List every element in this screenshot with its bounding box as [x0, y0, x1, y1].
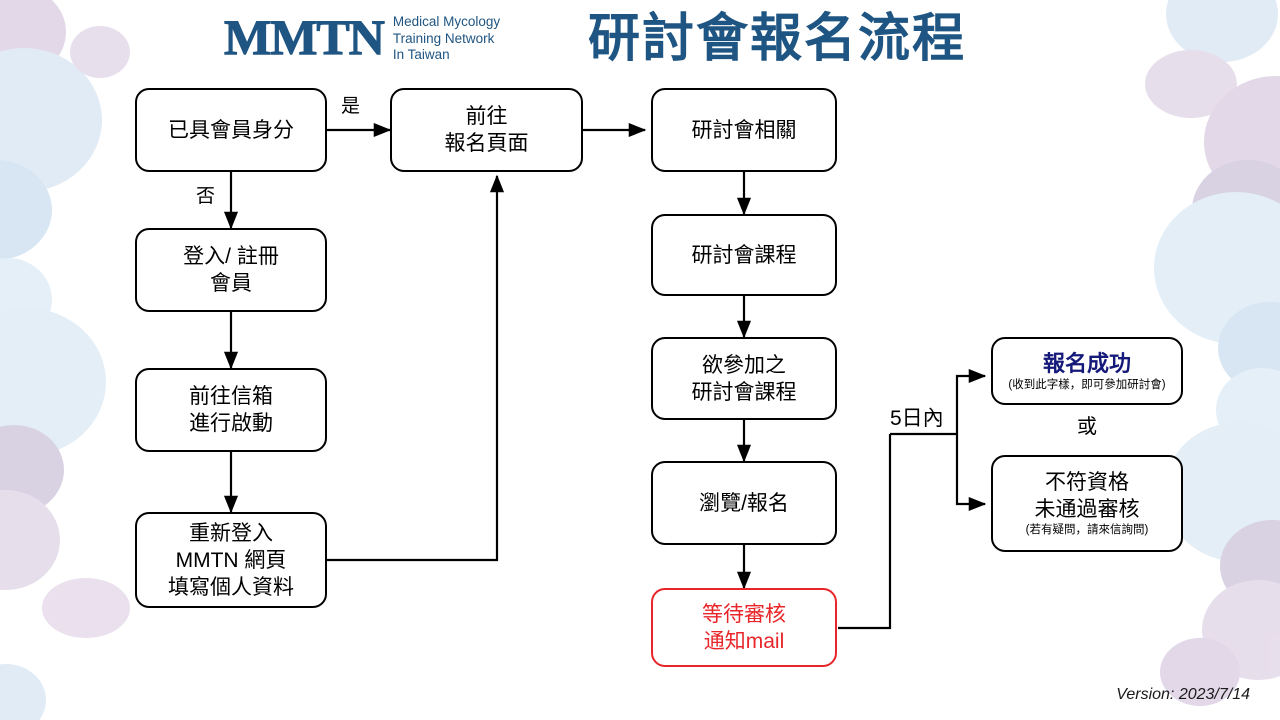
node-activate-mailbox-line-1: 前往信箱 — [189, 385, 273, 408]
node-waiting-review-line-2: 通知mail — [703, 629, 785, 653]
page-title: 研討會報名流程 — [588, 10, 967, 68]
node-browse-apply[interactable]: 瀏覽/報名 — [651, 461, 837, 545]
node-login-signup-line-2: 會員 — [210, 272, 252, 295]
node-success-note: (收到此字樣，即可參加研討會) — [1008, 378, 1166, 391]
node-member-check-line-1: 已具會員身分 — [168, 118, 294, 142]
node-goto-register-page-line-2: 報名頁面 — [444, 132, 529, 155]
slide-header: MMTN Medical Mycology Training Network I… — [0, 0, 1280, 80]
node-goto-register-page[interactable]: 前往 報名頁面 — [390, 88, 583, 172]
logo-subtitle: Medical Mycology Training Network In Tai… — [393, 11, 500, 64]
node-waiting-review[interactable]: 等待審核 通知mail — [651, 588, 837, 667]
node-login-signup-line-1: 登入/ 註冊 — [183, 245, 279, 268]
edge-label-or: 或 — [1077, 416, 1097, 438]
node-activate-mailbox[interactable]: 前往信箱 進行啟動 — [135, 368, 327, 452]
node-seminar-course[interactable]: 研討會課程 — [651, 214, 837, 296]
node-rejected-note: (若有疑問，請來信詢問) — [1025, 524, 1149, 536]
node-login-signup[interactable]: 登入/ 註冊 會員 — [135, 228, 327, 312]
edge-label-within-five-days: 5日內 — [890, 407, 944, 430]
node-relogin-profile-line-1: 重新登入 — [189, 521, 273, 545]
edge-label-no: 否 — [196, 186, 216, 207]
node-success[interactable]: 報名成功 (收到此字樣，即可參加研討會) — [991, 337, 1183, 405]
node-activate-mailbox-line-2: 進行啟動 — [189, 412, 273, 435]
edge-junction-to-success — [955, 368, 987, 434]
node-rejected[interactable]: 不符資格 未通過審核 (若有疑問，請來信詢問) — [991, 455, 1183, 552]
node-relogin-profile[interactable]: 重新登入 MMTN 網頁 填寫個人資料 — [135, 512, 327, 608]
logo-subtitle-line-3: In Taiwan — [392, 47, 450, 62]
node-seminar-course-line-1: 研討會課程 — [691, 243, 797, 267]
logo-subtitle-line-1: Medical Mycology — [392, 14, 501, 29]
edge-label-yes: 是 — [341, 96, 361, 117]
node-goto-register-page-line-1: 前往 — [465, 105, 508, 128]
node-seminar-info-line-1: 研討會相關 — [691, 118, 797, 142]
node-desired-course-line-1: 欲參加之 — [702, 353, 786, 377]
edge-junction-to-rejected — [955, 434, 987, 512]
node-browse-apply-line-1: 瀏覽/報名 — [699, 491, 789, 515]
node-rejected-line-2: 未通過審核 — [1034, 498, 1140, 521]
node-success-title: 報名成功 — [1042, 350, 1131, 376]
edge-waiting-to-junction — [838, 434, 892, 630]
mmtn-logo: MMTN Medical Mycology Training Network I… — [223, 9, 500, 66]
node-seminar-info[interactable]: 研討會相關 — [651, 88, 837, 172]
version-label: Version: 2023/7/14 — [1116, 686, 1250, 703]
logo-subtitle-line-2: Training Network — [392, 30, 495, 46]
node-rejected-line-1: 不符資格 — [1045, 471, 1129, 494]
edge-relogin-to-register — [327, 174, 505, 562]
node-relogin-profile-line-3: 填寫個人資料 — [168, 575, 294, 599]
node-waiting-review-line-1: 等待審核 — [702, 602, 786, 626]
node-member-check[interactable]: 已具會員身分 — [135, 88, 327, 172]
node-desired-course[interactable]: 欲參加之 研討會課程 — [651, 337, 837, 420]
logo-wordmark: MMTN — [223, 9, 385, 66]
node-relogin-profile-line-2: MMTN 網頁 — [175, 548, 287, 572]
node-desired-course-line-2: 研討會課程 — [691, 380, 797, 404]
